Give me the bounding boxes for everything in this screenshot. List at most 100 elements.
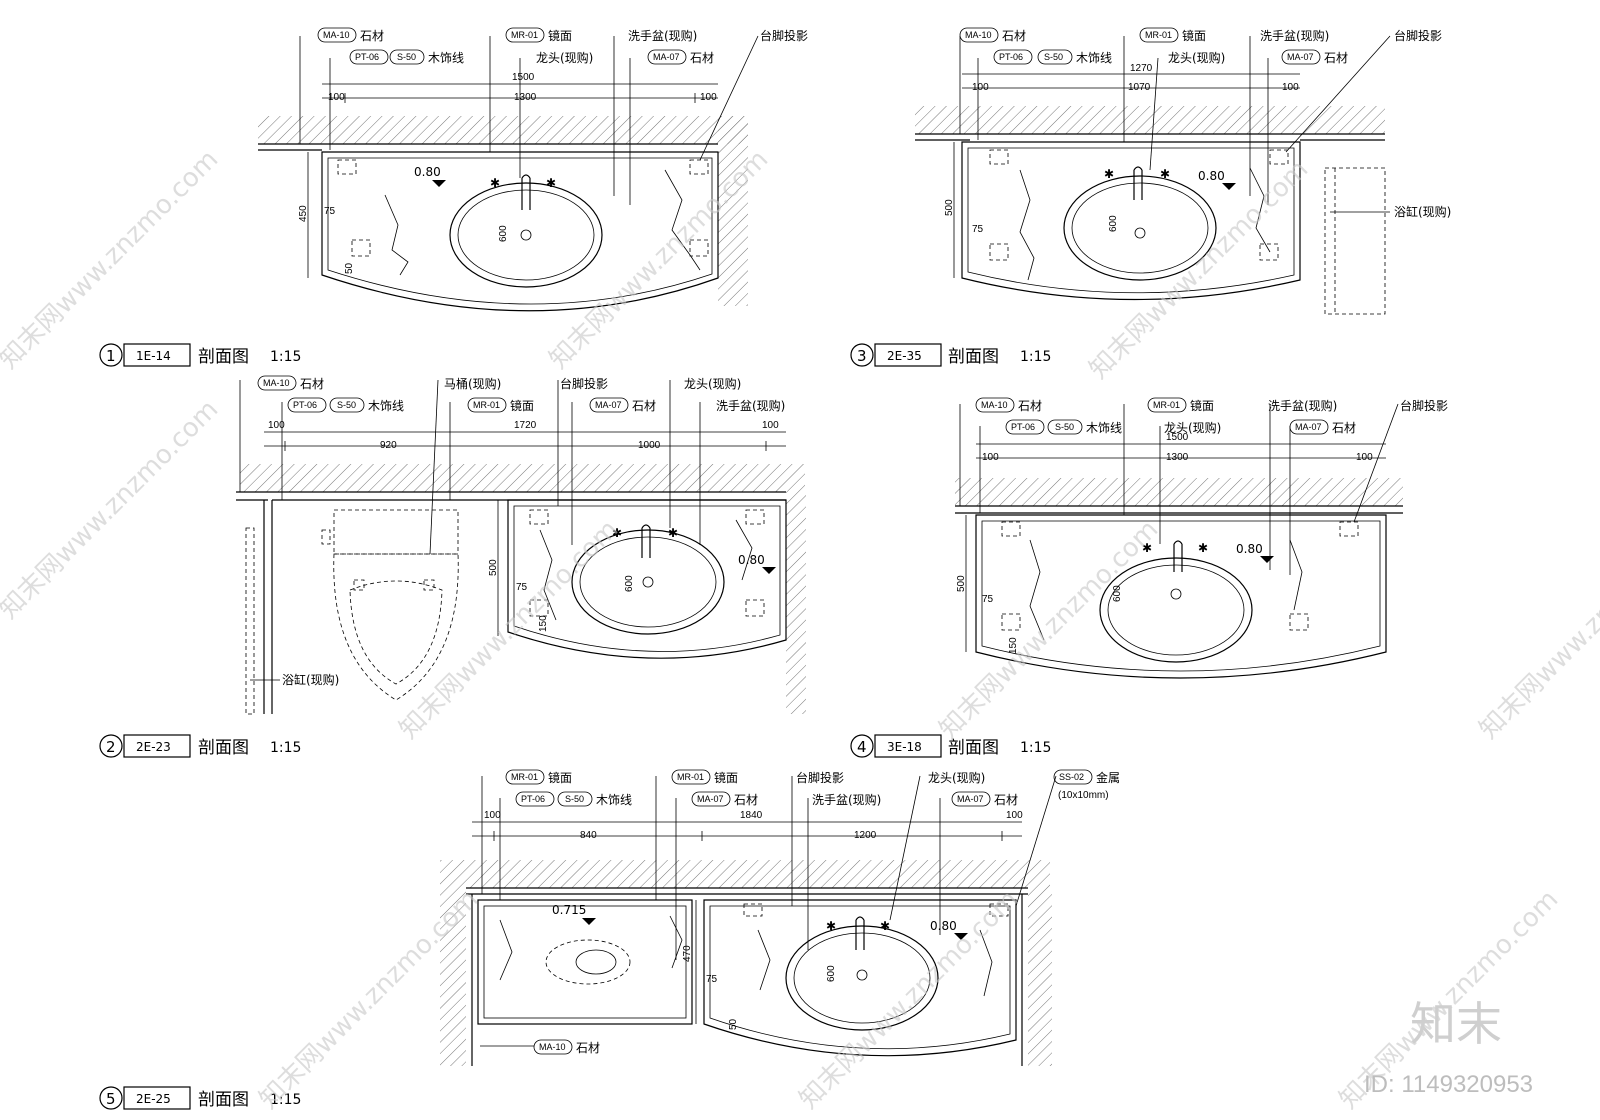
- drawing-title: 剖面图: [948, 347, 999, 367]
- dim-right: 100: [1282, 82, 1299, 93]
- label-text: 石材: [1324, 51, 1348, 65]
- drawing-5: ✱✱ 1840 100 840 1200 100 470 600 75 50 0…: [99, 769, 1120, 1110]
- label-text: 龙头(现购): [1164, 420, 1221, 435]
- dim-depth: 450: [298, 205, 309, 222]
- dim-bowl: 600: [1112, 585, 1123, 602]
- dim-edge: 75: [982, 594, 994, 605]
- svg-text:✱: ✱: [1160, 167, 1170, 181]
- label-text: 浴缸(现购): [282, 672, 339, 687]
- drawing-title: 剖面图: [198, 347, 249, 367]
- dim-total: 1500: [512, 72, 535, 83]
- watermark-text: 知末网www.znzmo.com: [0, 394, 224, 625]
- basin: [449, 182, 603, 288]
- drawing-code: 2E-23: [136, 740, 171, 754]
- tag-ma10: [317, 27, 357, 43]
- dim-bowl: 600: [1108, 215, 1119, 232]
- drawing-scale: 1:15: [270, 349, 301, 365]
- label-text: 洗手盆(现购): [812, 792, 881, 807]
- tag-text: MR-01: [473, 400, 500, 410]
- dim-depth: 500: [956, 575, 967, 592]
- label-text: 龙头(现购): [684, 376, 741, 391]
- label-text: (10x10mm): [1058, 790, 1109, 801]
- label-text: 木饰线: [1076, 51, 1112, 65]
- label-text: 木饰线: [596, 793, 632, 807]
- watermark-text: 知末网www.znzmo.com: [1474, 514, 1600, 745]
- dim-mid: 1300: [1166, 452, 1189, 463]
- watermark-text: 知末网www.znzmo.com: [1084, 154, 1315, 385]
- drawing-1: ✱✱ 1500 100 1300 100 450 600 75 50 0.80 …: [99, 27, 808, 367]
- svg-text:✱: ✱: [490, 176, 500, 190]
- dim-mid: 1070: [1128, 82, 1151, 93]
- level-mark: 0.80: [1198, 169, 1225, 183]
- dim-edge: 75: [706, 974, 718, 985]
- tag-text: MA-07: [697, 794, 724, 804]
- label-text: 石材: [360, 29, 384, 43]
- label-text: 龙头(现购): [536, 50, 593, 65]
- svg-text:✱: ✱: [668, 526, 678, 540]
- dim-right: 100: [700, 92, 717, 103]
- label-text: 龙头(现购): [1168, 50, 1225, 65]
- tag-text: MR-01: [511, 30, 538, 40]
- label-text: 木饰线: [428, 51, 464, 65]
- tag-text: MA-10: [539, 1042, 566, 1052]
- watermark-text: 知末网www.znzmo.com: [934, 514, 1165, 745]
- wall-hatch: [258, 116, 748, 144]
- brand-logo: 知末: [1410, 997, 1502, 1051]
- label-text: 台脚投影: [796, 770, 844, 785]
- dim-total: 1500: [1166, 432, 1189, 443]
- level-mark-2: 0.715: [552, 903, 586, 917]
- vanity-top: [321, 151, 719, 312]
- label-text: 马桶(现购): [444, 376, 501, 391]
- drawing-number: 5: [106, 1090, 116, 1108]
- svg-text:✱: ✱: [880, 919, 890, 933]
- label-text: 镜面: [1190, 398, 1214, 413]
- dim-b: 1200: [854, 830, 877, 841]
- tag-text: SS-02: [1059, 772, 1084, 782]
- image-id: ID: 1149320953: [1364, 1071, 1533, 1098]
- label-text: 镜面: [548, 770, 572, 785]
- drawing-code: 3E-18: [887, 740, 922, 754]
- tag-text: MA-07: [1295, 422, 1322, 432]
- tag-text: S-50: [565, 794, 584, 804]
- label-text: 石材: [1018, 399, 1042, 413]
- label-text: 木饰线: [368, 399, 404, 413]
- tag-text: MR-01: [1153, 400, 1180, 410]
- dim-total: 1720: [514, 420, 537, 431]
- label-text: 镜面: [1182, 28, 1206, 43]
- tag-text: PT-06: [293, 400, 317, 410]
- level-mark: 0.80: [930, 919, 957, 933]
- drawing-scale: 1:15: [270, 740, 301, 756]
- drawing-scale: 1:15: [270, 1092, 301, 1108]
- label-text: 浴缸(现购): [1394, 204, 1451, 219]
- svg-text:✱: ✱: [612, 526, 622, 540]
- tag-text: MA-07: [1287, 52, 1314, 62]
- dim-left: 100: [982, 452, 999, 463]
- dim-total: 1840: [740, 810, 763, 821]
- svg-text:✱: ✱: [1142, 541, 1152, 555]
- label-text: 石材: [1332, 421, 1356, 435]
- drawing-code: 1E-14: [136, 349, 171, 363]
- tag-text: MR-01: [511, 772, 538, 782]
- dim-a: 920: [380, 440, 397, 451]
- tag-text: MA-07: [653, 52, 680, 62]
- label-text: 镜面: [510, 398, 534, 413]
- label-text: 洗手盆(现购): [716, 398, 785, 413]
- dim-mid: 1300: [514, 92, 537, 103]
- dim-foot: 150: [538, 615, 549, 632]
- label-text: 石材: [734, 793, 758, 807]
- dim-b: 1000: [638, 440, 661, 451]
- dim-left: 100: [484, 810, 501, 821]
- label-text: 台脚投影: [560, 376, 608, 391]
- svg-text:✱: ✱: [1198, 541, 1208, 555]
- dim-bowl: 600: [624, 575, 635, 592]
- tag-text: MA-10: [263, 378, 290, 388]
- label-text: 台脚投影: [1400, 398, 1448, 413]
- drawing-number: 1: [106, 347, 116, 365]
- svg-text:✱: ✱: [1104, 167, 1114, 181]
- tag-text: MA-07: [595, 400, 622, 410]
- dim-left: 100: [268, 420, 285, 431]
- dim-depth: 500: [488, 559, 499, 576]
- dim-total: 1270: [1130, 63, 1153, 74]
- dim-foot: 50: [344, 262, 355, 274]
